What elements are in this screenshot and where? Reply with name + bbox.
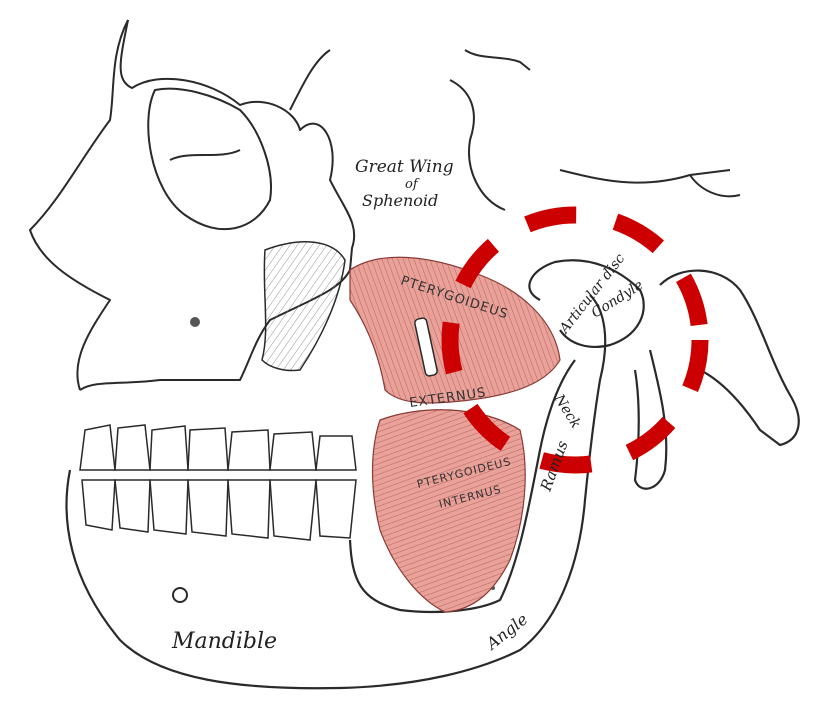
label-neck: Neck	[550, 391, 584, 432]
zygomatic-arch	[261, 241, 346, 372]
label-great-wing-of: of	[405, 177, 420, 192]
label-great-wing: Great Wing	[355, 157, 454, 177]
label-mandible: Mandible	[171, 629, 277, 654]
mental-foramen	[172, 587, 188, 603]
infraorbital-foramen	[190, 317, 200, 327]
pterygoideus-internus-muscle	[371, 409, 526, 613]
pterygoid-plate-peg	[414, 317, 438, 377]
teeth	[79, 424, 357, 541]
tmj-highlight-ring	[441, 206, 709, 474]
skull-outline	[29, 19, 741, 391]
mandible-outline	[65, 259, 800, 690]
label-sphenoid: Sphenoid	[362, 191, 438, 210]
